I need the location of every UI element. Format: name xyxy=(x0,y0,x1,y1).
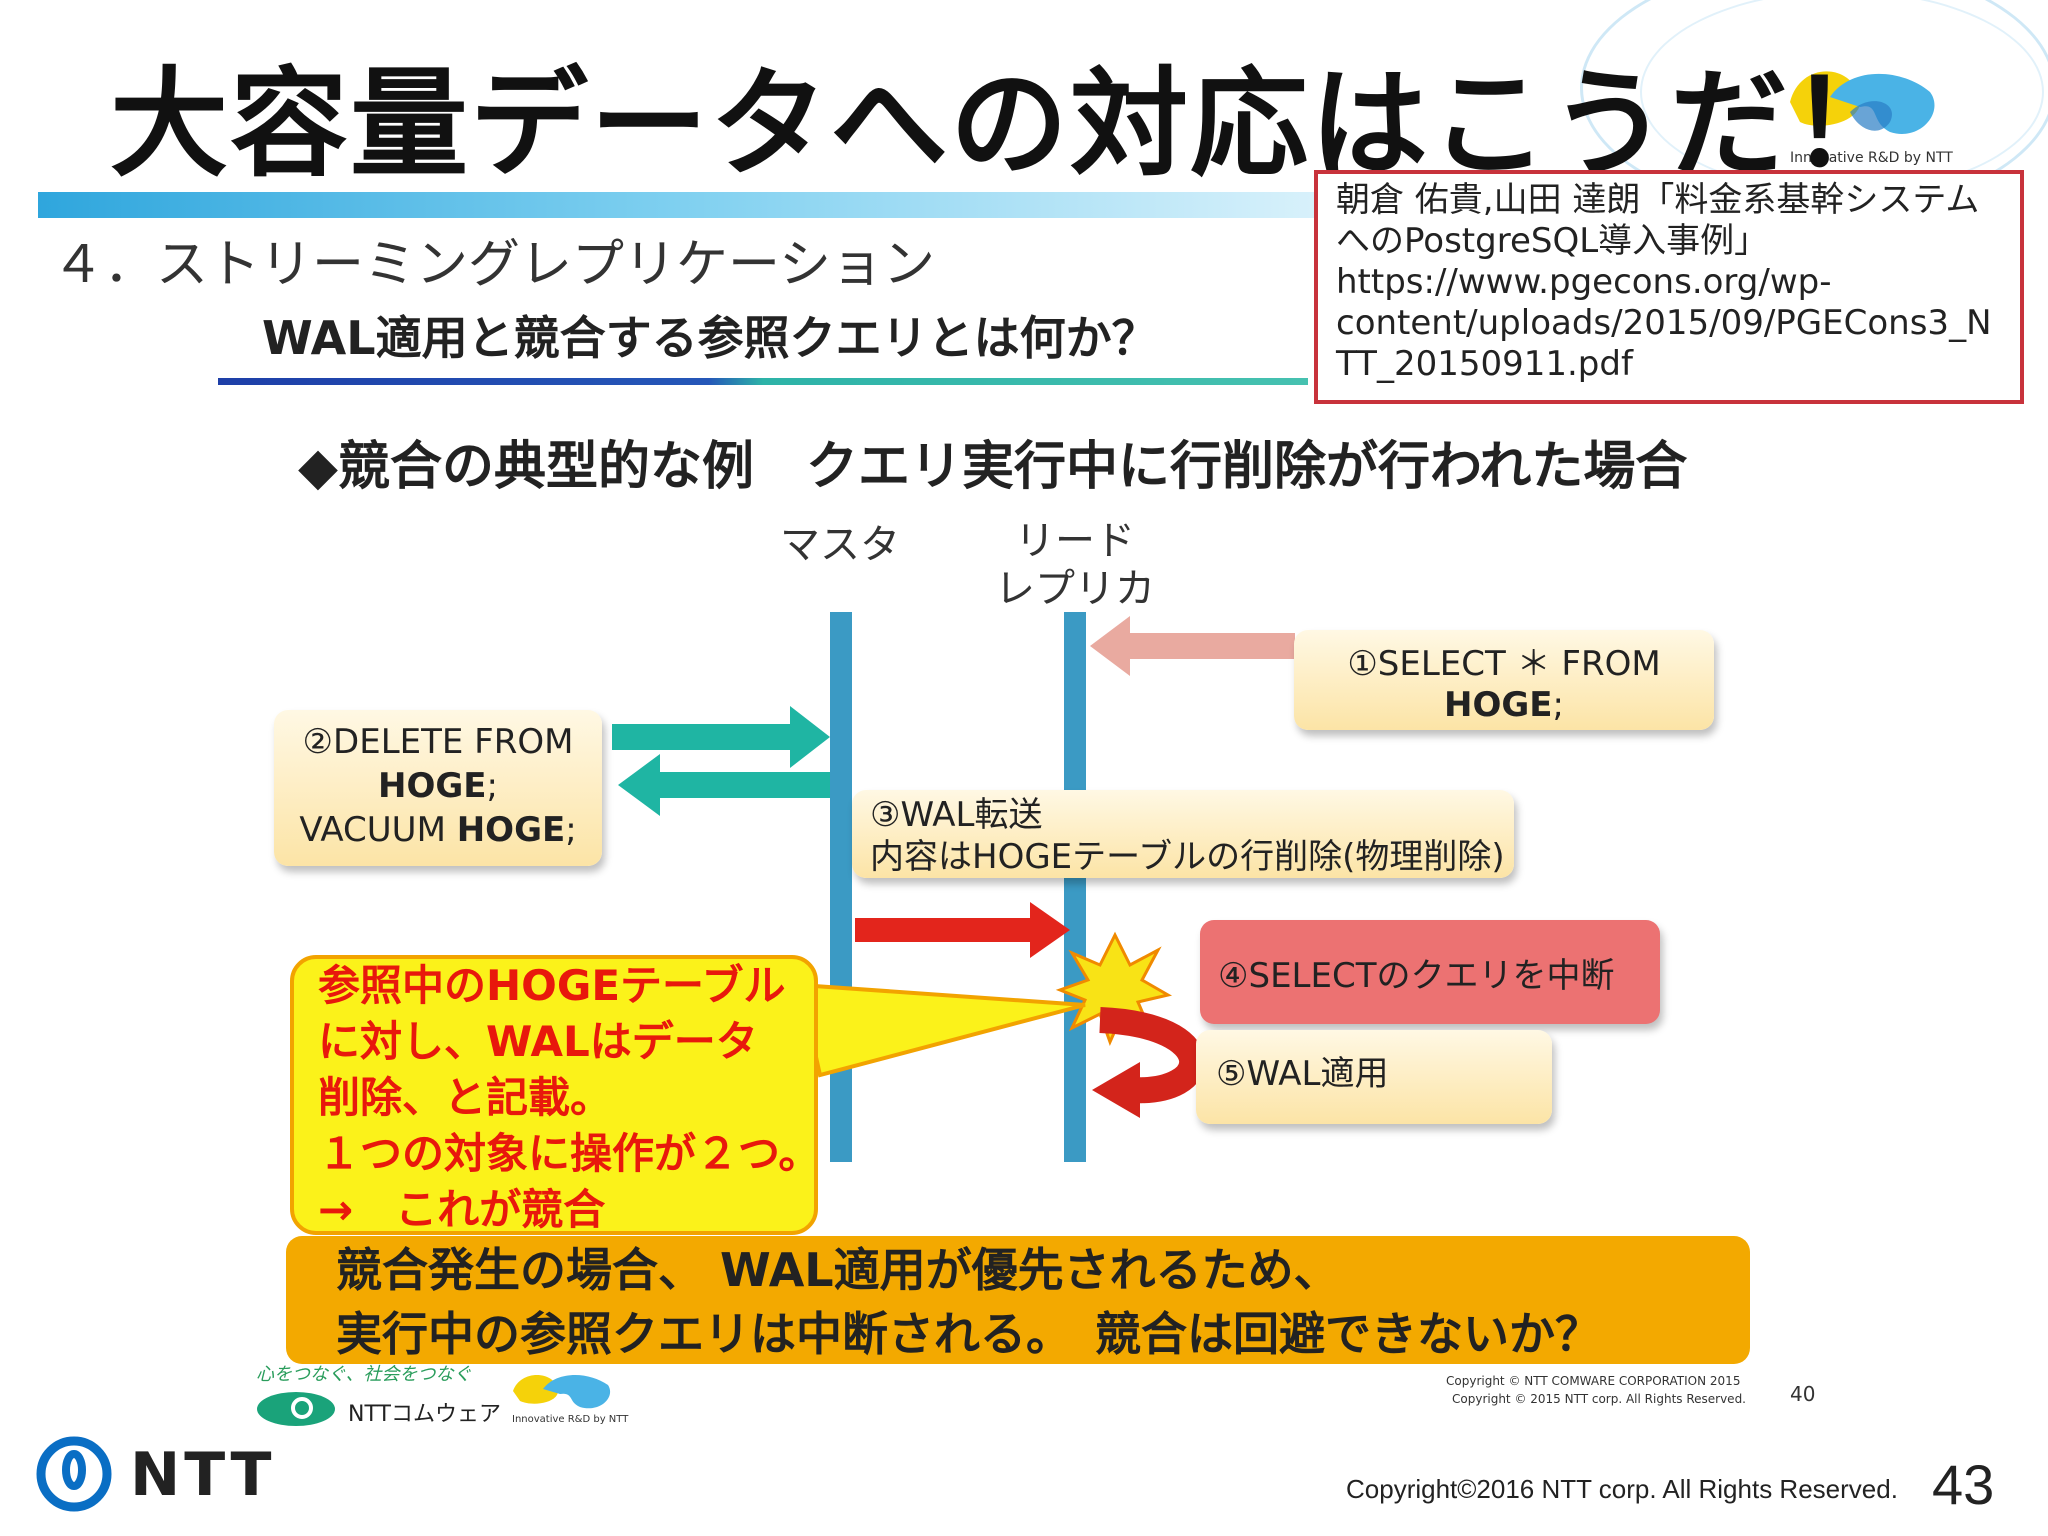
step5-wal-apply-note: ⑤WAL適用 xyxy=(1196,1030,1552,1124)
select-query-arrow xyxy=(1090,616,1295,676)
step2-line1: ②DELETE FROM xyxy=(302,722,574,762)
reference-line: 朝倉 佑貴,山田 達朗「料金系基幹システム xyxy=(1336,180,1980,220)
callout-text: 参照中のHOGEテーブル に対し、WALはデータ 削除、と記載。 １つの対象に操… xyxy=(318,958,820,1238)
replica-label-line2: レプリカ xyxy=(995,566,1155,612)
step3-line2: 内容はHOGEテーブルの行削除(物理削除) xyxy=(870,837,1505,877)
section-heading: ４．ストリーミングレプリケーション xyxy=(52,235,935,295)
innovative-small-logo-icon xyxy=(513,1374,611,1409)
ntt-logo-icon xyxy=(36,1436,112,1512)
callout-line: 削除、と記載。 xyxy=(318,1073,613,1122)
innovative-logo-icon xyxy=(1790,71,1935,134)
innovative-small-text: Innovative R&D by NTT xyxy=(512,1414,629,1425)
conclusion-line2: 実行中の参照クエリは中断される。 競合は回避できないか？ xyxy=(336,1307,1601,1361)
copyright-ntt-2015: Copyright © 2015 NTT corp. All Rights Re… xyxy=(1452,1392,1746,1406)
step5-text: ⑤WAL適用 xyxy=(1216,1054,1389,1094)
conclusion-line1: 競合発生の場合、 WAL適用が優先されるため、 xyxy=(336,1243,1340,1297)
conclusion-box: 競合発生の場合、 WAL適用が優先されるため、 実行中の参照クエリは中断される。… xyxy=(286,1236,1750,1364)
step1-line1: ①SELECT ＊ FROM xyxy=(1347,644,1661,684)
reference-line: へのPostgreSQL導入事例」 xyxy=(1336,221,1769,261)
delete-to-master-arrow xyxy=(612,706,830,768)
copyright-comware: Copyright © NTT COMWARE CORPORATION 2015 xyxy=(1446,1374,1741,1388)
comware-logo-text: NTTコムウェア xyxy=(348,1402,501,1427)
callout-box xyxy=(290,955,818,1235)
copyright-main: Copyright©2016 NTT corp. All Rights Rese… xyxy=(1346,1474,1898,1504)
step4-text: ④SELECTのクエリを中断 xyxy=(1218,956,1615,996)
callout-line: に対し、WALはデータ xyxy=(318,1017,758,1066)
step2-delete-note: ②DELETE FROM HOGE; VACUUM HOGE; xyxy=(274,710,602,866)
example-heading: ◆競合の典型的な例 クエリ実行中に行削除が行われた場合 xyxy=(298,437,1688,497)
reference-url-line: TT_20150911.pdf xyxy=(1336,344,1633,384)
callout-line: 参照中のHOGEテーブル xyxy=(318,961,786,1010)
callout-line: １つの対象に操作が２つ。 xyxy=(318,1129,821,1178)
callout-line: → これが競合 xyxy=(318,1185,606,1234)
step1-select-note: ①SELECT ＊ FROM HOGE; xyxy=(1294,630,1714,730)
step2-line2: HOGE; xyxy=(378,766,498,806)
step1-line2: HOGE; xyxy=(1444,685,1564,725)
logo-tagline: Innovative R&D by NTT xyxy=(1790,150,1953,166)
replica-label-line1: リード xyxy=(1015,518,1135,564)
step3-line1: ③WAL転送 xyxy=(870,795,1043,835)
ntt-logo-text: NTT xyxy=(130,1440,276,1510)
comware-logo: NTTコムウェア xyxy=(256,1390,501,1430)
callout-pointer xyxy=(797,982,1086,1078)
master-ack-arrow xyxy=(618,754,830,816)
reference-url-line: https://www.pgecons.org/wp- xyxy=(1336,262,1832,302)
footer-slogan: 心をつなぐ、社会をつなぐ xyxy=(256,1364,472,1385)
subsection-heading: WAL適用と競合する参照クエリとは何か？ xyxy=(262,311,1158,365)
comware-logo-icon xyxy=(257,1392,335,1426)
reference-url-line: content/uploads/2015/09/PGECons3_N xyxy=(1336,303,1992,343)
wal-transfer-arrow xyxy=(855,902,1070,958)
step2-line3: VACUUM HOGE; xyxy=(299,810,577,850)
step3-wal-transfer-note: ③WAL転送 内容はHOGEテーブルの行削除(物理削除) xyxy=(852,790,1514,878)
title-underline-bar xyxy=(38,192,1318,218)
wal-apply-arrow xyxy=(1099,1007,1205,1104)
reference-box: 朝倉 佑貴,山田 達朗「料金系基幹システム へのPostgreSQL導入事例」 … xyxy=(1314,170,2024,404)
inner-page-number: 40 xyxy=(1790,1382,1816,1406)
page-number: 43 xyxy=(1932,1453,1995,1516)
step4-abort-note: ④SELECTのクエリを中断 xyxy=(1200,920,1660,1024)
subsection-underline xyxy=(218,378,1308,385)
master-label: マスタ xyxy=(780,522,900,568)
